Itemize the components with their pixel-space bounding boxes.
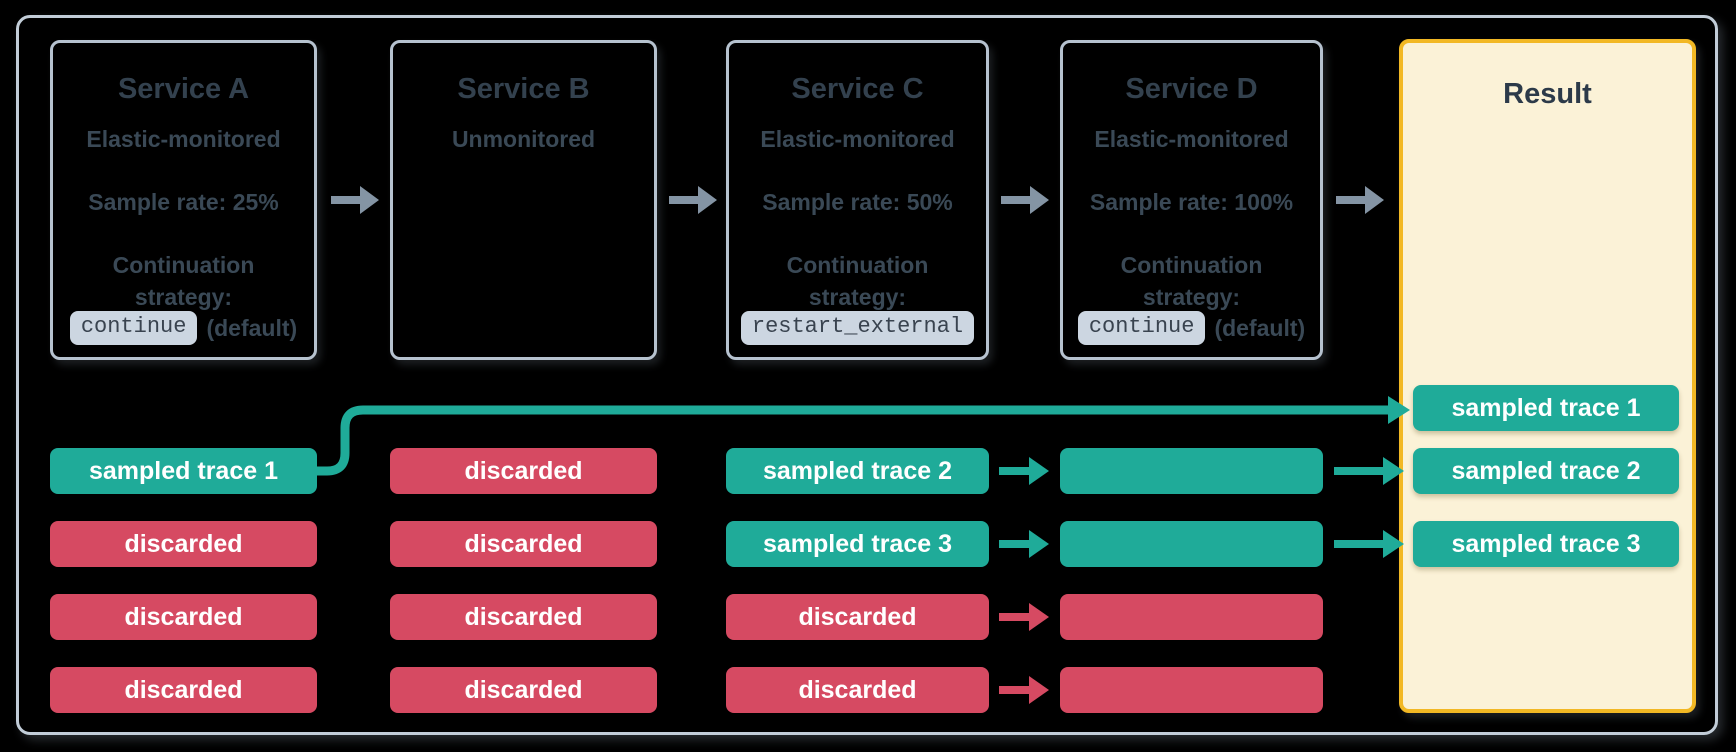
trace-pill-b2-discarded: discarded [390, 521, 657, 567]
trace-pill-c3-discarded: discarded [726, 594, 989, 640]
service-a-monitoring: Elastic-monitored [86, 126, 281, 152]
result-pill-sampled-trace-2: sampled trace 2 [1413, 448, 1679, 494]
diagram-frame [16, 15, 1718, 735]
service-d-monitoring: Elastic-monitored [1094, 126, 1289, 152]
service-a-box: Service A Elastic-monitored Sample rate:… [50, 40, 317, 360]
trace-pill-c4-discarded: discarded [726, 667, 989, 713]
service-d-strategy-row: continue (default) [1063, 309, 1320, 347]
trace-pill-d4-discarded [1060, 667, 1323, 713]
trace-pill-b3-discarded: discarded [390, 594, 657, 640]
result-box: Result [1399, 39, 1696, 713]
trace-pill-a2-discarded: discarded [50, 521, 317, 567]
trace-pill-d3-discarded [1060, 594, 1323, 640]
trace-pill-c1-sampled: sampled trace 2 [726, 448, 989, 494]
service-c-continuation-label: Continuation strategy: [786, 252, 929, 310]
service-c-monitoring: Elastic-monitored [760, 126, 955, 152]
service-c-box: Service C Elastic-monitored Sample rate:… [726, 40, 989, 360]
trace-pill-a1-sampled: sampled trace 1 [50, 448, 317, 494]
service-b-box: Service B Unmonitored [390, 40, 657, 360]
result-pill-sampled-trace-3: sampled trace 3 [1413, 521, 1679, 567]
service-c-title: Service C [791, 73, 924, 105]
service-a-strategy-suffix: (default) [206, 314, 298, 341]
service-d-box: Service D Elastic-monitored Sample rate:… [1060, 40, 1323, 360]
service-b-monitoring: Unmonitored [451, 126, 596, 152]
trace-pill-c2-sampled: sampled trace 3 [726, 521, 989, 567]
service-d-title: Service D [1125, 73, 1258, 105]
service-b-title: Service B [457, 73, 590, 105]
trace-pill-d1-sampled [1060, 448, 1323, 494]
service-a-strategy-row: continue (default) [53, 309, 314, 347]
service-d-sample-rate: Sample rate: 100% [1089, 189, 1294, 215]
trace-pill-b1-discarded: discarded [390, 448, 657, 494]
result-title: Result [1503, 78, 1592, 110]
service-d-continuation-label: Continuation strategy: [1120, 252, 1263, 310]
service-a-sample-rate: Sample rate: 25% [88, 189, 279, 215]
service-a-continuation-label: Continuation strategy: [112, 252, 255, 310]
service-a-strategy-code-chip: continue [69, 311, 198, 345]
service-d-strategy-suffix: (default) [1214, 314, 1306, 341]
service-a-title: Service A [117, 73, 250, 105]
result-pill-sampled-trace-1: sampled trace 1 [1413, 385, 1679, 431]
trace-pill-a3-discarded: discarded [50, 594, 317, 640]
service-c-sample-rate: Sample rate: 50% [762, 189, 953, 215]
trace-pill-b4-discarded: discarded [390, 667, 657, 713]
trace-pill-d2-sampled [1060, 521, 1323, 567]
service-c-strategy-row: restart_external [729, 309, 986, 347]
trace-pill-a4-discarded: discarded [50, 667, 317, 713]
service-c-strategy-code-chip: restart_external [740, 311, 975, 345]
service-d-strategy-code-chip: continue [1077, 311, 1206, 345]
